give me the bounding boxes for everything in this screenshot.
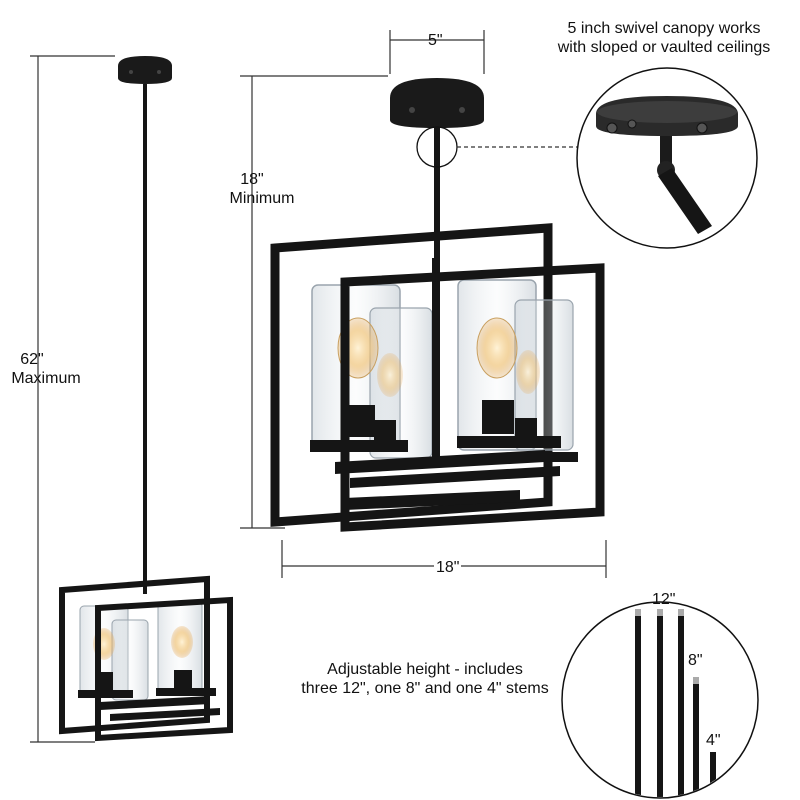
canopy-callout-line2: with sloped or vaulted ceilings	[557, 39, 771, 56]
small-front-frame	[95, 596, 233, 742]
small-stem	[143, 84, 147, 594]
stem-4-label: 4"	[706, 732, 721, 749]
large-canopy	[390, 78, 484, 128]
max-height-label: 62" Maximum	[0, 350, 92, 388]
large-stem	[434, 128, 440, 263]
bulb	[476, 317, 518, 379]
canopy-callout	[416, 67, 758, 249]
canopy-callout-line1: 5 inch swivel canopy works	[567, 20, 761, 37]
large-back-frame	[270, 223, 553, 527]
min-height-label: 18" Minimum	[212, 170, 312, 208]
bulb	[377, 353, 403, 397]
min-height-value: 18"	[240, 171, 264, 188]
stems-callout-line1: Adjustable height - includes	[327, 661, 523, 678]
stems-callout-line2: three 12", one 8" and one 4" stems	[301, 680, 549, 697]
stem-8-label: 8"	[688, 652, 703, 669]
small-pendant	[59, 56, 233, 742]
min-height-text: Minimum	[229, 190, 295, 207]
stem-12-inch	[657, 615, 663, 797]
max-height-text: Maximum	[11, 370, 81, 387]
bulb	[516, 350, 540, 394]
stem-12-inch	[678, 615, 684, 797]
canopy-callout-text: 5 inch swivel canopy works with sloped o…	[530, 19, 798, 57]
glass-shade	[514, 299, 574, 451]
dimension-lines	[30, 30, 607, 743]
stem-12-label: 12"	[652, 591, 676, 608]
socket	[482, 400, 514, 434]
large-front-frame	[340, 263, 605, 532]
small-canopy	[118, 56, 172, 84]
stem-4-inch	[710, 752, 716, 797]
stems-callout	[561, 601, 759, 799]
stem-12-inch	[635, 615, 641, 797]
max-height-value: 62"	[20, 351, 44, 368]
small-back-frame	[59, 575, 210, 735]
large-pendant	[270, 78, 605, 532]
fixture-width-label: 18"	[434, 558, 462, 577]
canopy-width-label: 5"	[428, 32, 443, 49]
stem-8-inch	[693, 683, 699, 797]
stems-callout-text: Adjustable height - includes three 12", …	[280, 660, 570, 698]
